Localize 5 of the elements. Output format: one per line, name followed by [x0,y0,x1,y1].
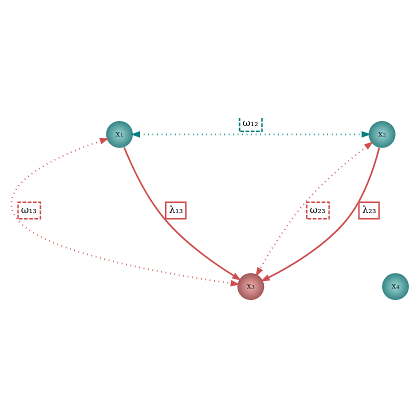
edge-label: λ₁₃ [169,204,184,216]
edge-label: ω₁₂ [242,117,258,128]
edge-label: ω₂₃ [310,204,326,216]
edge-label: λ₂₃ [362,204,376,216]
edge-label: ω₁₃ [21,204,37,216]
